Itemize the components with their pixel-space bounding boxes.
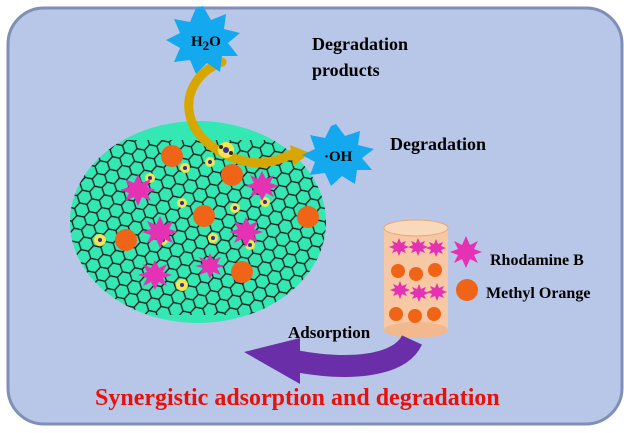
methyl-orange-label: Methyl Orange xyxy=(486,285,590,302)
hydroxyl-burst-icon xyxy=(302,124,374,186)
degradation-products-label-line2: products xyxy=(312,60,380,80)
methyl-orange-dot-icon xyxy=(456,279,478,301)
rhodamine-b-star-icon xyxy=(450,236,482,268)
water-burst-icon xyxy=(166,6,240,74)
water-label: H2O xyxy=(191,34,221,53)
hydroxyl-label: ·OH xyxy=(324,149,353,165)
rhodamine-b-label: Rhodamine B xyxy=(490,252,584,269)
adsorption-label: Adsorption xyxy=(288,323,371,342)
degradation-arrow-icon xyxy=(184,57,297,168)
adsorbent-cylinder-icon xyxy=(383,219,449,338)
degradation-products-label-line1: Degradation xyxy=(312,34,408,54)
degradation-label: Degradation xyxy=(390,134,486,154)
catalyst-lattice-icon xyxy=(70,140,326,315)
diagram-title: Synergistic adsorption and degradation xyxy=(95,385,500,411)
methyl-orange-on-catalyst xyxy=(115,145,319,283)
adsorption-arrow-icon xyxy=(287,334,422,377)
rhodamine-b-on-catalyst xyxy=(120,171,279,290)
